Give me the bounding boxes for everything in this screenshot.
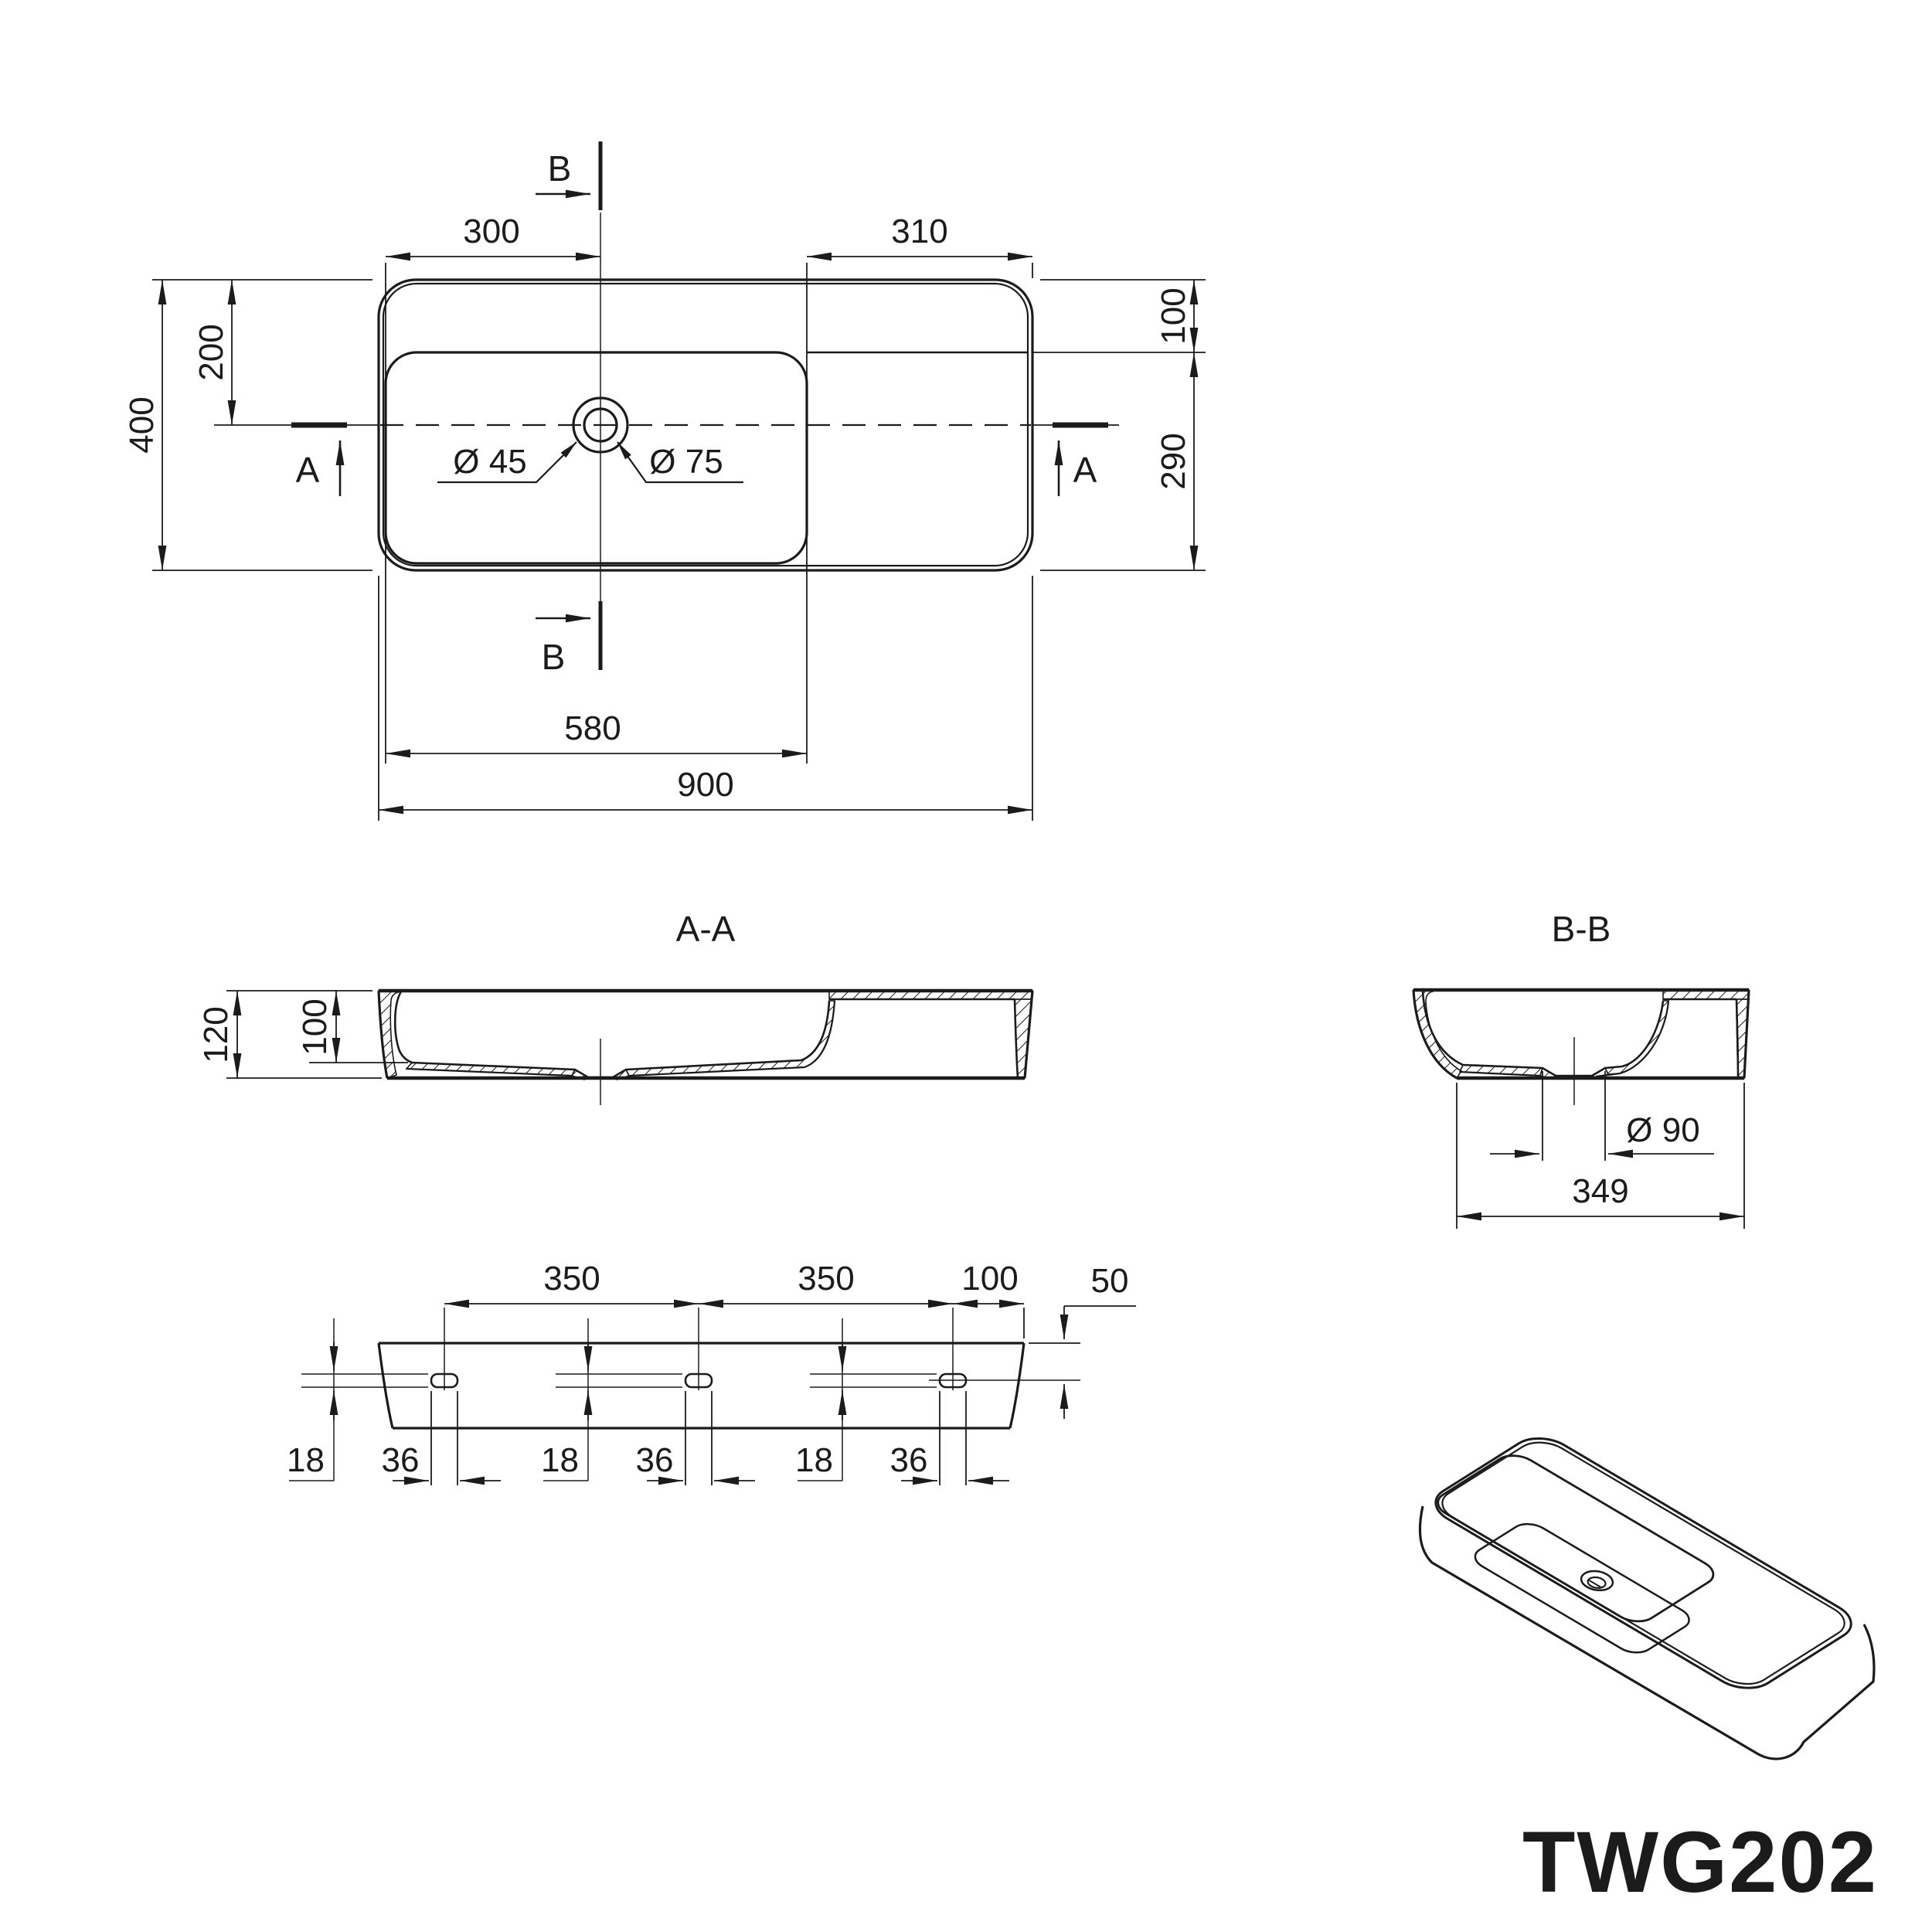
dim-200-label: 200 <box>192 324 230 380</box>
hole-large-label: Ø 75 <box>649 443 723 481</box>
bb-bowl-floor-line <box>1462 1000 1665 1077</box>
iso-drain-outer <box>1575 1567 1619 1594</box>
rear-view: 350 350 100 50 18 36 <box>287 1260 1136 1485</box>
slot-1-dims: 18 36 <box>287 1318 501 1485</box>
plan-view: A A B B Ø 45 Ø 75 300 310 400 <box>123 141 1206 821</box>
aa-floor-under-right <box>628 1000 836 1077</box>
slot-3-dims: 18 36 <box>795 1318 1009 1485</box>
aa-floor-under-left <box>406 1067 573 1077</box>
aa-right-outer-edge <box>1023 990 1034 1079</box>
bb-floor-under-left <box>1459 1070 1541 1077</box>
slot-2-36-label: 36 <box>636 1441 674 1479</box>
aa-dim-100-label: 100 <box>296 998 334 1055</box>
section-bb-view: B-B Ø 90 349 <box>1412 909 1750 1229</box>
dim-900-label: 900 <box>677 766 733 804</box>
bb-dim-90-label: Ø 90 <box>1626 1111 1699 1149</box>
slot-3-18-label: 18 <box>795 1441 833 1479</box>
aa-bowl-floor-line <box>411 1000 831 1079</box>
bb-dim-349-label: 349 <box>1572 1172 1628 1210</box>
bowl-outline <box>384 351 808 565</box>
dim-310-label: 310 <box>891 213 947 250</box>
iso-bowl-edge <box>1429 1451 1723 1628</box>
dim-350-left-label: 350 <box>543 1260 600 1298</box>
iso-base-silhouette <box>1418 1505 1876 1760</box>
section-b-label-bottom: B <box>542 637 566 677</box>
hole-small-leader <box>437 441 577 484</box>
slot-1-36-label: 36 <box>382 1441 420 1479</box>
slot-2-18-label: 18 <box>541 1441 579 1479</box>
tap-hole-inner-circle <box>583 407 618 443</box>
bb-right-outer-edge <box>1743 989 1750 1079</box>
bb-bowl-left-inner <box>1421 991 1464 1066</box>
isometric-view <box>1418 1430 1876 1760</box>
iso-bowl-floor-panel <box>1468 1519 1697 1658</box>
iso-drain-detail <box>1589 1580 1600 1587</box>
rear-right-edge <box>1009 1342 1026 1429</box>
aa-dim-120-label: 120 <box>197 1006 235 1063</box>
dim-580-label: 580 <box>564 709 621 747</box>
slot-3-36-label: 36 <box>890 1441 928 1479</box>
bb-left-outer-edge <box>1412 989 1458 1080</box>
slot-2-dims: 18 36 <box>541 1318 755 1485</box>
dim-400-label: 400 <box>123 396 161 453</box>
dim-300-label: 300 <box>463 213 519 250</box>
hole-small-label: Ø 45 <box>453 443 526 481</box>
dim-100-edge-label: 100 <box>961 1260 1018 1298</box>
section-a-label-right: A <box>1073 450 1097 490</box>
dim-50-label: 50 <box>1091 1262 1129 1300</box>
aa-left-outer-edge <box>377 990 389 1079</box>
bb-right-inner-edge <box>1735 998 1740 1077</box>
section-a-label-left: A <box>296 450 320 490</box>
aa-right-inner-edge <box>1013 998 1019 1079</box>
aa-bowl-left-inner <box>393 991 413 1064</box>
dim-350-right-label: 350 <box>798 1260 854 1298</box>
bb-left-wall-hatch <box>1413 989 1463 1080</box>
tap-hole-outer-circle <box>572 396 629 454</box>
hole-large-leader <box>617 441 743 484</box>
section-b-label-top: B <box>548 148 572 189</box>
dim-100-label: 100 <box>1155 287 1192 344</box>
section-bb-title: B-B <box>1552 909 1611 949</box>
product-code: TWG202 <box>1522 1814 1878 1910</box>
dim-290-label: 290 <box>1155 433 1192 489</box>
rear-left-edge <box>377 1342 394 1429</box>
bb-floor-under-right <box>1595 1000 1670 1078</box>
iso-drain-inner <box>1584 1575 1609 1590</box>
section-aa-view: A-A 120 100 <box>197 909 1034 1105</box>
slot-1-18-label: 18 <box>287 1441 325 1479</box>
section-aa-title: A-A <box>676 909 736 949</box>
iso-outer-rim <box>1423 1430 1865 1696</box>
